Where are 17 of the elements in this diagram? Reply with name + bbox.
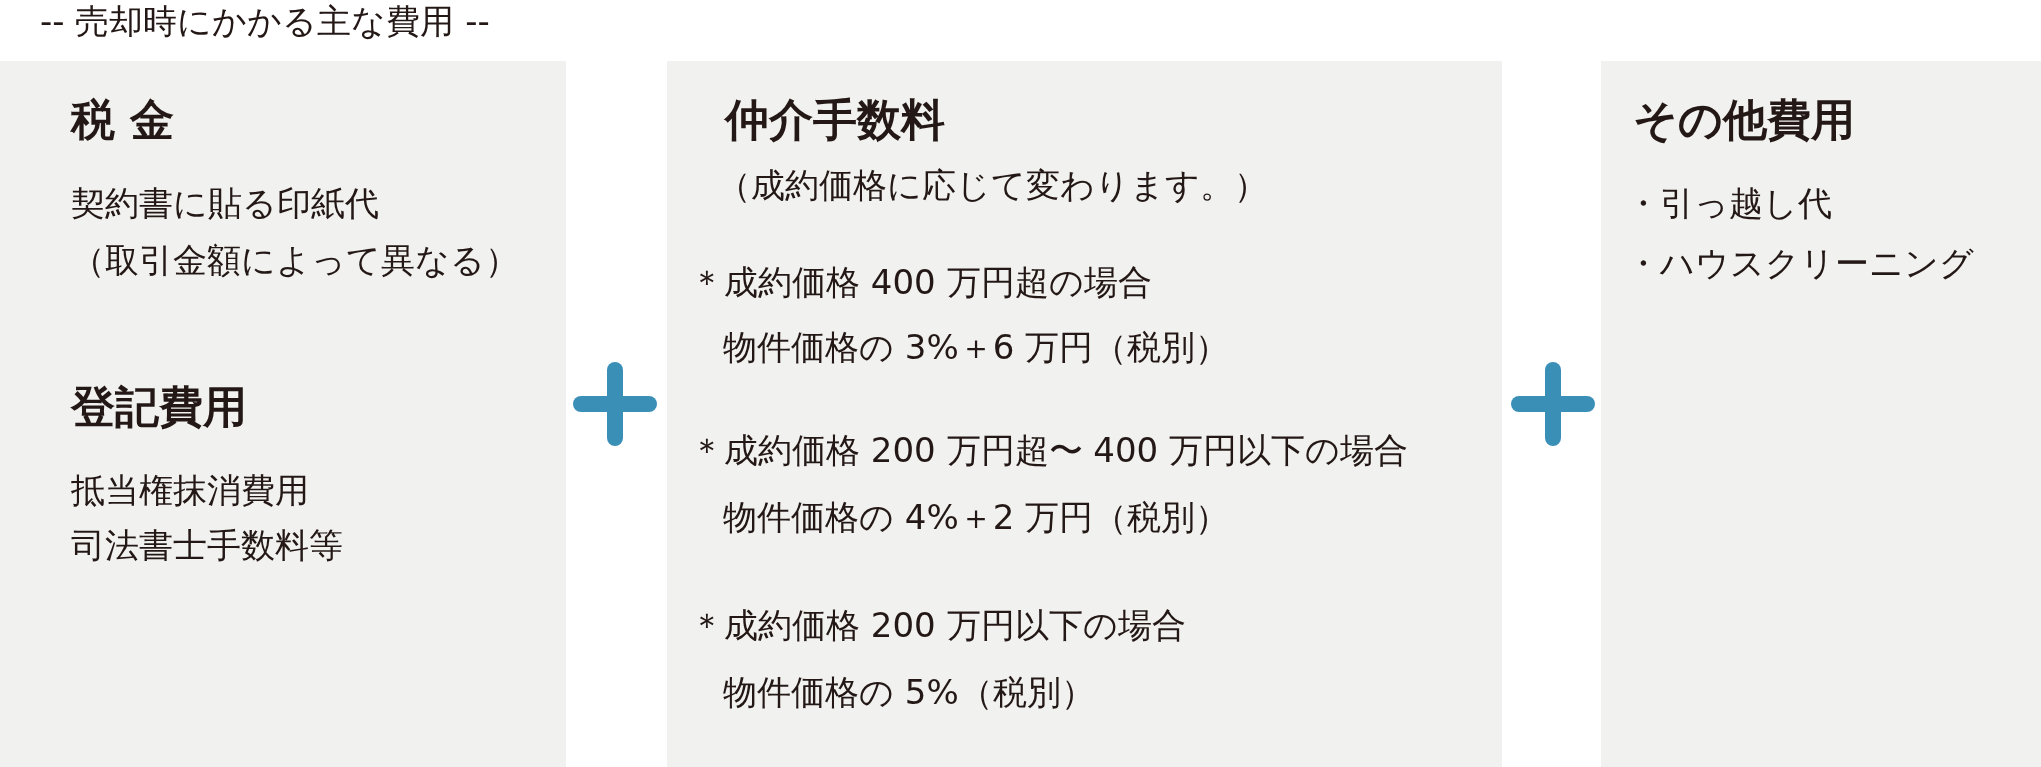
body-text: 司法書士手数料等	[71, 523, 343, 567]
body-text: ・ハウスクリーニング	[1626, 241, 1974, 285]
body-text: 物件価格の 3%＋6 万円（税別）	[723, 325, 1230, 369]
body-text: 物件価格の 5%（税別）	[723, 670, 1095, 714]
body-text: 契約書に貼る印紙代（取引金額によって異なる）	[71, 181, 520, 282]
diagram-title: -- 売却時にかかる主な費用 --	[40, 0, 490, 42]
section-heading: その他費用	[1633, 93, 1855, 147]
body-text: ・引っ越し代	[1626, 181, 1832, 225]
body-text: ＊成約価格 200 万円超〜 400 万円以下の場合	[690, 428, 1409, 472]
body-text: ＊成約価格 200 万円以下の場合	[690, 603, 1186, 647]
body-text: （成約価格に応じて変わります。）	[717, 163, 1268, 207]
body-text: 物件価格の 4%＋2 万円（税別）	[723, 495, 1230, 539]
body-text: 抵当権抹消費用	[71, 468, 309, 512]
section-heading: 登記費用	[71, 380, 247, 434]
section-heading: 仲介手数料	[725, 93, 945, 147]
section-heading: 税 金	[71, 93, 175, 147]
body-text: ＊成約価格 400 万円超の場合	[690, 260, 1152, 304]
